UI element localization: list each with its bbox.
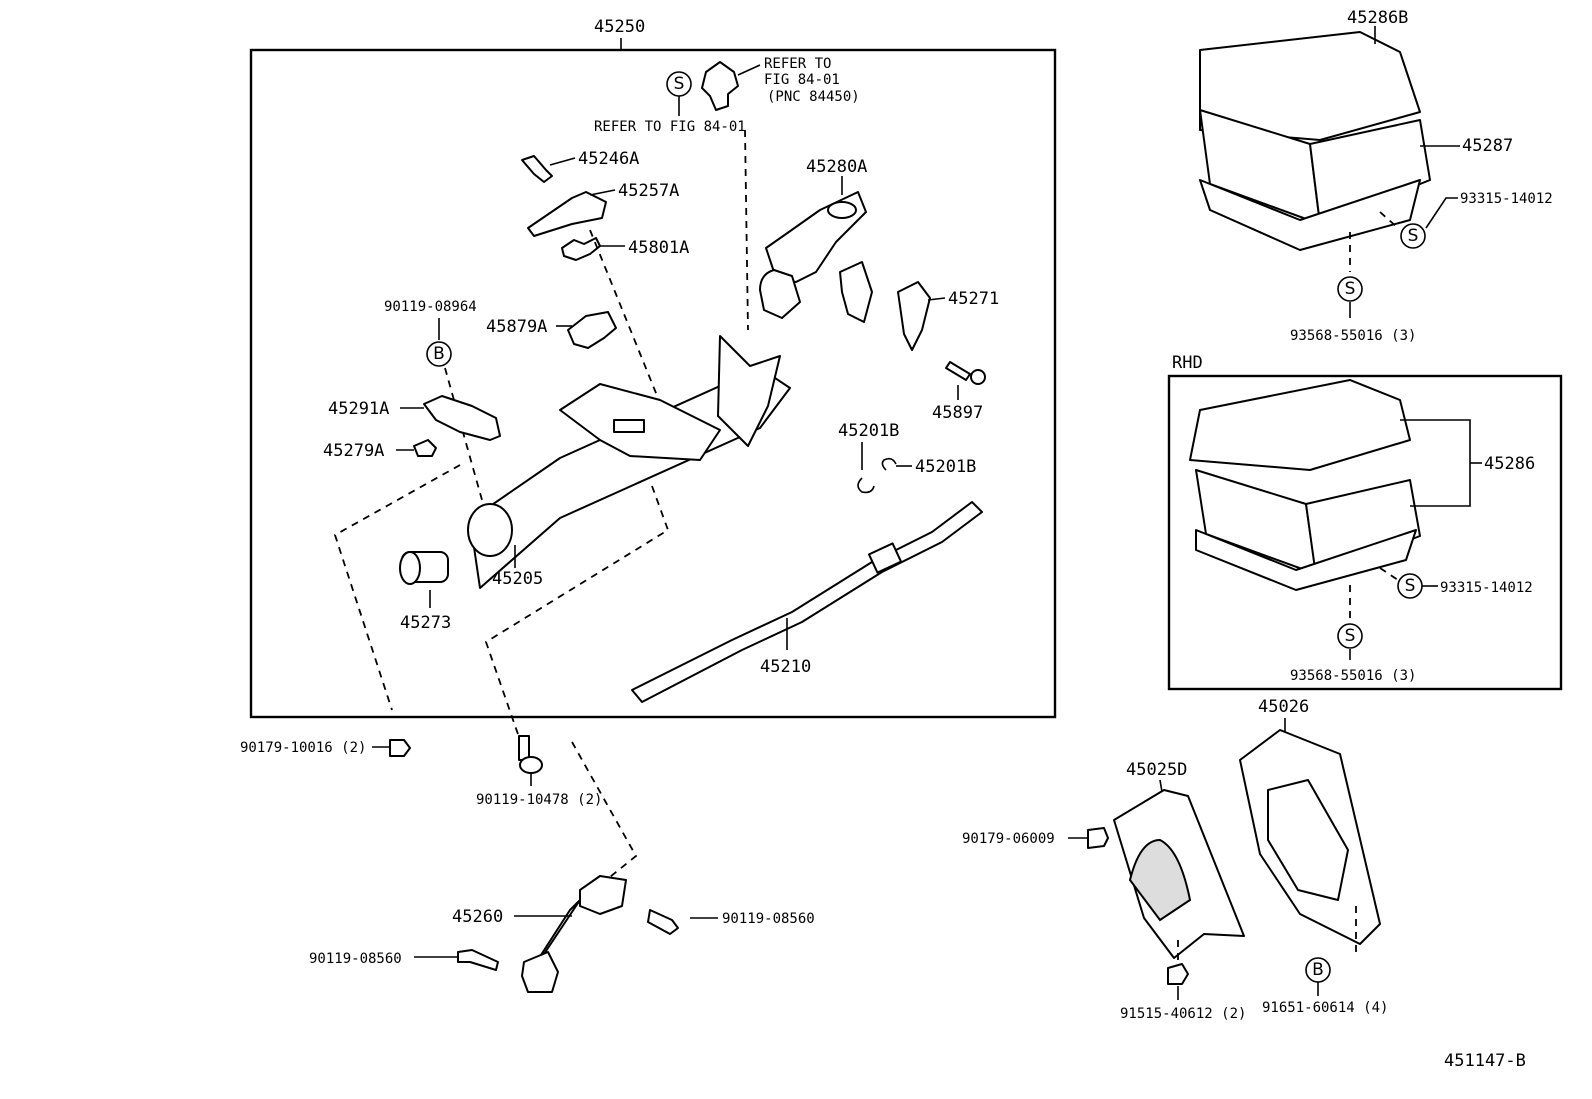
label-91515-40612[interactable]: 91515-40612 (2): [1120, 1006, 1246, 1022]
s-symbol: S: [1337, 276, 1363, 302]
svg-text:S: S: [1405, 576, 1416, 596]
part-90119-10478[interactable]: [518, 735, 543, 774]
label-45260[interactable]: 45260: [452, 907, 503, 927]
part-45273[interactable]: [399, 551, 449, 585]
part-45246A[interactable]: [521, 155, 553, 183]
label-45286B[interactable]: 45286B: [1347, 8, 1408, 28]
note-refer-to-2: FIG 84-01: [764, 72, 840, 88]
part-45286B[interactable]: [1199, 31, 1431, 251]
note-refer-to-3: (PNC 84450): [767, 89, 860, 105]
label-45879A[interactable]: 45879A: [486, 317, 547, 337]
part-45026[interactable]: [1239, 729, 1381, 945]
svg-text:B: B: [1312, 960, 1324, 980]
label-93568-55016-a[interactable]: 93568-55016 (3): [1290, 328, 1416, 344]
label-rhd: RHD: [1172, 353, 1203, 373]
s-symbol: S: [666, 71, 692, 97]
label-45246A[interactable]: 45246A: [578, 149, 639, 169]
s-symbol: S: [1397, 573, 1423, 599]
part-45257A[interactable]: [527, 191, 607, 237]
part-90119-08560-left[interactable]: [457, 949, 499, 971]
part-45879A[interactable]: [567, 311, 617, 349]
label-45291A[interactable]: 45291A: [328, 399, 389, 419]
part-45271[interactable]: [897, 281, 931, 351]
figure-id: 451147-B: [1444, 1051, 1526, 1071]
label-45250[interactable]: 45250: [594, 17, 645, 37]
label-45271[interactable]: 45271: [948, 289, 999, 309]
label-45210[interactable]: 45210: [760, 657, 811, 677]
s-symbol: S: [1400, 223, 1426, 249]
label-45273[interactable]: 45273: [400, 613, 451, 633]
label-93568-55016-b[interactable]: 93568-55016 (3): [1290, 668, 1416, 684]
part-45025D[interactable]: [1113, 789, 1245, 959]
part-90179-10016[interactable]: [389, 739, 411, 757]
label-45025D[interactable]: 45025D: [1126, 760, 1187, 780]
svg-text:S: S: [1345, 626, 1356, 646]
label-90179-10016[interactable]: 90179-10016 (2): [240, 740, 366, 756]
rhd-frame: [1167, 374, 1563, 691]
label-45026[interactable]: 45026: [1258, 697, 1309, 717]
part-45205[interactable]: [467, 335, 791, 589]
label-90179-06009[interactable]: 90179-06009: [962, 831, 1055, 847]
part-45201B-clip-b[interactable]: [881, 457, 897, 471]
svg-text:S: S: [674, 74, 685, 94]
label-45287[interactable]: 45287: [1462, 136, 1513, 156]
part-45279A[interactable]: [413, 439, 437, 457]
part-45210[interactable]: [631, 501, 983, 703]
part-90119-08560-right[interactable]: [647, 909, 679, 935]
label-90119-08560-left[interactable]: 90119-08560: [309, 951, 402, 967]
b-symbol: B: [426, 341, 452, 367]
label-45280A[interactable]: 45280A: [806, 157, 867, 177]
part-45897[interactable]: [945, 361, 971, 381]
part-45291A[interactable]: [423, 395, 501, 441]
note-refer-to-left: REFER TO FIG 84-01: [594, 119, 746, 135]
b-symbol: B: [1305, 957, 1331, 983]
label-45201B-right[interactable]: 45201B: [915, 457, 976, 477]
label-45286[interactable]: 45286: [1484, 454, 1535, 474]
part-91515-40612[interactable]: [1167, 963, 1189, 985]
label-90119-10478[interactable]: 90119-10478 (2): [476, 792, 602, 808]
svg-text:B: B: [433, 344, 445, 364]
label-45897[interactable]: 45897: [932, 403, 983, 423]
label-45279A[interactable]: 45279A: [323, 441, 384, 461]
part-45286[interactable]: [1189, 379, 1421, 591]
part-90179-06009[interactable]: [1087, 827, 1109, 849]
part-45260[interactable]: [521, 875, 627, 993]
sensor-part: [701, 61, 739, 111]
label-91651-60614[interactable]: 91651-60614 (4): [1262, 1000, 1388, 1016]
svg-text:S: S: [1345, 279, 1356, 299]
label-45205[interactable]: 45205: [492, 569, 543, 589]
label-90119-08560-right[interactable]: 90119-08560: [722, 911, 815, 927]
label-90119-08964[interactable]: 90119-08964: [384, 299, 477, 315]
label-45201B-upper[interactable]: 45201B: [838, 421, 899, 441]
part-45280A[interactable]: [759, 191, 873, 323]
s-symbol: S: [1337, 623, 1363, 649]
note-refer-to-1: REFER TO: [764, 56, 831, 72]
label-93315-14012-b[interactable]: 93315-14012: [1440, 580, 1533, 596]
label-45257A[interactable]: 45257A: [618, 181, 679, 201]
label-93315-14012-a[interactable]: 93315-14012: [1460, 191, 1553, 207]
assembly-45250-frame: [249, 48, 1057, 719]
part-45801A[interactable]: [561, 237, 601, 261]
part-45201B-clip-a[interactable]: [857, 477, 875, 494]
label-45801A[interactable]: 45801A: [628, 238, 689, 258]
svg-text:S: S: [1408, 226, 1419, 246]
